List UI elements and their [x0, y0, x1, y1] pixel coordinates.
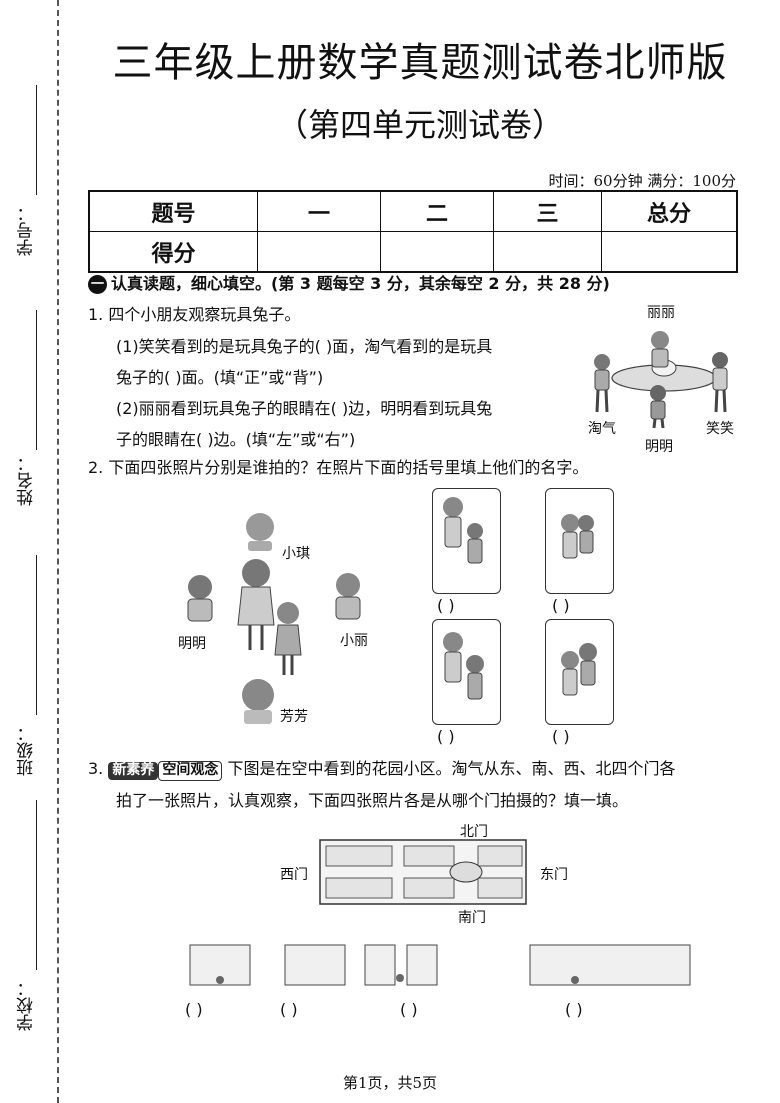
answer-paren[interactable]: ( ) [552, 596, 570, 615]
page-subtitle: （第四单元测试卷） [275, 106, 564, 144]
q1-name-bottom: 明明 [645, 439, 673, 455]
gate-west: 西门 [280, 867, 308, 883]
q1-line: (1)笑笑看到的是玩具兔子的( )面，淘气看到的是玩具 [116, 337, 493, 356]
new-literacy-tag: 新素养 [108, 762, 159, 780]
photo-card [545, 488, 614, 594]
garden-map [319, 839, 527, 905]
score-header-cell: 二 [380, 190, 494, 232]
xuexiao-blank [36, 800, 37, 970]
gate-photos [189, 944, 691, 986]
photo-card [432, 488, 501, 594]
q1-line: 兔子的( )面。(填“正”或“背”) [116, 368, 324, 387]
rabbit-observation-figure [594, 331, 728, 429]
photo-card [545, 619, 614, 725]
answer-paren[interactable]: ( ) [565, 1000, 583, 1019]
score-header-cell: 总分 [601, 190, 738, 232]
page-footer: 第1页，共5页 [342, 1074, 438, 1092]
xuehao-label: 学号： [17, 205, 37, 256]
banji-blank [36, 555, 37, 715]
section-number-badge: 一 [88, 275, 107, 294]
q2-name-bottom: 芳芳 [280, 709, 308, 725]
q1-line: (2)丽丽看到玩具兔子的眼睛在( )边，明明看到玩具兔 [116, 399, 493, 418]
q2-name-top: 小琪 [282, 546, 310, 562]
answer-paren[interactable]: ( ) [437, 727, 455, 746]
answer-paren[interactable]: ( ) [185, 1000, 203, 1019]
xuehao-blank [36, 85, 37, 195]
score-header-cell: 一 [257, 190, 381, 232]
banji-label: 班级： [17, 725, 37, 776]
gate-north: 北门 [460, 824, 488, 840]
q1-stem: 1. 四个小朋友观察玩具兔子。 [88, 305, 301, 324]
spatial-concept-tag: 空间观念 [158, 761, 223, 781]
q2-children-figure [187, 513, 361, 724]
q3-text: 下图是在空中看到的花园小区。淘气从东、南、西、北四个门各 [227, 759, 676, 778]
q1-line: 子的眼睛在( )边。(填“左”或“右”) [116, 430, 356, 449]
q2-stem: 2. 下面四张照片分别是谁拍的？在照片下面的括号里填上他们的名字。 [88, 458, 589, 477]
xingming-blank [36, 310, 37, 450]
photo-card [432, 619, 501, 725]
answer-paren[interactable]: ( ) [400, 1000, 418, 1019]
q1-name-left: 淘气 [588, 421, 616, 437]
answer-paren[interactable]: ( ) [280, 1000, 298, 1019]
q3-first-line: 3. 新素养空间观念 下图是在空中看到的花园小区。淘气从东、南、西、北四个门各 [88, 759, 675, 781]
score-input-cell[interactable] [257, 231, 381, 273]
answer-paren[interactable]: ( ) [552, 727, 570, 746]
score-input-cell[interactable] [601, 231, 738, 273]
gate-south: 南门 [458, 910, 486, 926]
xuexiao-label: 学校： [17, 980, 37, 1031]
q3-second-line: 拍了一张照片，认真观察，下面四张照片各是从哪个门拍摄的？填一填。 [116, 791, 629, 810]
score-input-cell[interactable] [493, 231, 602, 273]
section-text: 认真读题，细心填空。(第 3 题每空 3 分，其余每空 2 分，共 28 分) [111, 274, 610, 293]
score-input-cell[interactable] [380, 231, 494, 273]
answer-paren[interactable]: ( ) [437, 596, 455, 615]
time-info: 时间：60分钟 满分：100分 [548, 172, 737, 190]
binding-dashed-line [57, 0, 59, 1103]
section-heading: 一认真读题，细心填空。(第 3 题每空 3 分，其余每空 2 分，共 28 分) [88, 270, 610, 294]
gate-east: 东门 [540, 867, 568, 883]
q1-name-right: 笑笑 [706, 421, 734, 437]
q2-name-left: 明明 [178, 636, 206, 652]
q2-name-right: 小丽 [340, 633, 368, 649]
q1-name-top: 丽丽 [647, 305, 675, 321]
score-table: 题号 一 二 三 总分 得分 [88, 190, 738, 273]
score-row-label: 得分 [88, 231, 258, 273]
score-header-cell: 三 [493, 190, 602, 232]
score-header-cell: 题号 [88, 190, 258, 232]
xingming-label: 姓名： [17, 455, 37, 506]
q3-number: 3. [88, 759, 104, 778]
page-title: 三年级上册数学真题测试卷北师版 [112, 40, 728, 86]
